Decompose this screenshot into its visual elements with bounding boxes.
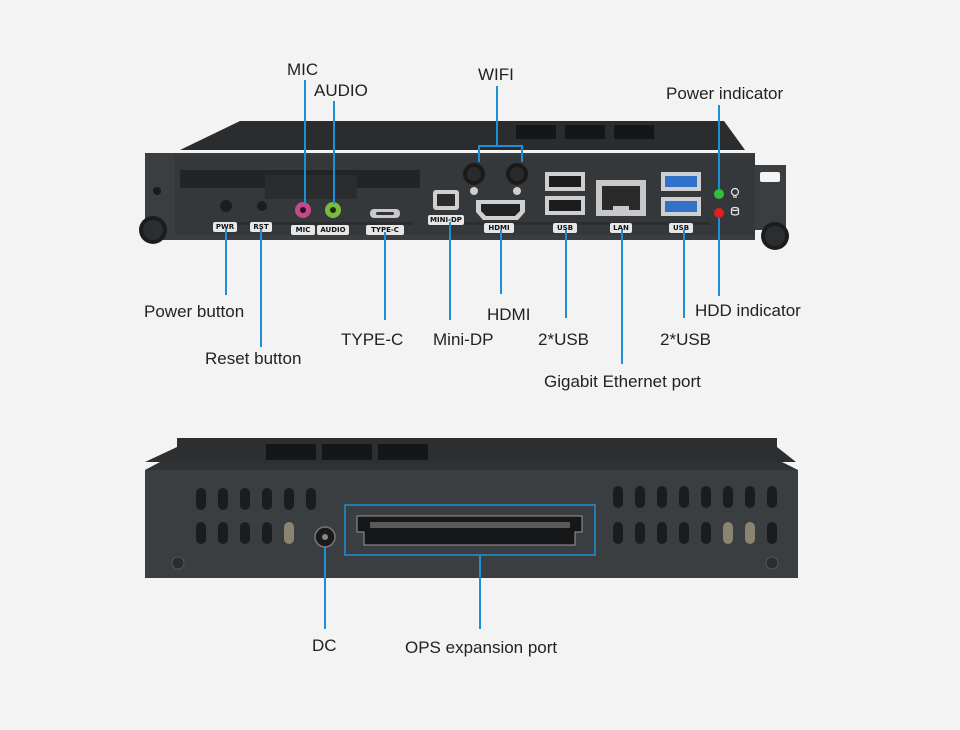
line-wifi-bar	[478, 145, 523, 147]
line-gigabit	[621, 230, 623, 364]
label-gigabit-ethernet: Gigabit Ethernet port	[544, 372, 701, 391]
line-audio	[333, 101, 335, 204]
label-wifi: WIFI	[478, 65, 514, 84]
back-screw-right-icon	[765, 556, 779, 570]
line-dc	[324, 547, 326, 629]
line-mini-dp	[449, 222, 451, 320]
line-hdd-indicator	[718, 218, 720, 296]
tag-rst: RST	[250, 222, 272, 232]
tag-mini-dp: MINI-DP	[428, 215, 464, 225]
line-ops	[479, 555, 481, 629]
label-usb-right: 2*USB	[660, 330, 712, 349]
label-reset-button: Reset button	[205, 349, 302, 368]
label-power-button: Power button	[144, 302, 245, 321]
line-power-indicator	[718, 105, 720, 189]
ops-connector-icon	[356, 515, 583, 546]
label-audio: AUDIO	[314, 81, 368, 100]
power-button-icon	[220, 200, 232, 212]
line-type-c	[384, 232, 386, 320]
tag-usb-right: USB	[669, 223, 693, 233]
label-power-indicator: Power indicator	[666, 84, 784, 103]
tag-pwr: PWR	[213, 222, 237, 232]
label-dc: DC	[312, 636, 337, 655]
disk-icon	[730, 206, 740, 216]
line-usb-left	[565, 230, 567, 318]
label-mic: MIC	[287, 60, 319, 79]
line-mic	[304, 80, 306, 204]
label-type-c: TYPE-C	[341, 330, 404, 349]
hdd-led-icon	[714, 208, 724, 218]
tag-lan: LAN	[610, 223, 632, 233]
tag-usb-left: USB	[553, 223, 577, 233]
label-hdd-indicator: HDD indicator	[695, 301, 801, 320]
line-wifi-right	[521, 145, 523, 162]
line-wifi-stem	[496, 86, 498, 146]
power-led-icon	[714, 189, 724, 199]
back-screw-left-icon	[171, 556, 185, 570]
line-hdmi	[500, 230, 502, 294]
ops-port-highlight	[344, 504, 596, 556]
tag-type-c: TYPE-C	[366, 225, 404, 235]
line-usb-right	[683, 230, 685, 318]
label-usb-left: 2*USB	[538, 330, 590, 349]
line-power-button	[225, 229, 227, 295]
label-mini-dp: Mini-DP	[433, 330, 494, 349]
line-reset-button	[260, 229, 262, 347]
tag-hdmi: HDMI	[484, 223, 514, 233]
line-wifi-left	[478, 145, 480, 162]
tag-mic: MIC	[291, 225, 315, 235]
reset-button-icon	[257, 201, 267, 211]
bulb-icon	[730, 187, 740, 198]
label-ops-port: OPS expansion port	[405, 638, 558, 657]
label-hdmi: HDMI	[487, 305, 531, 324]
tag-audio: AUDIO	[317, 225, 349, 235]
